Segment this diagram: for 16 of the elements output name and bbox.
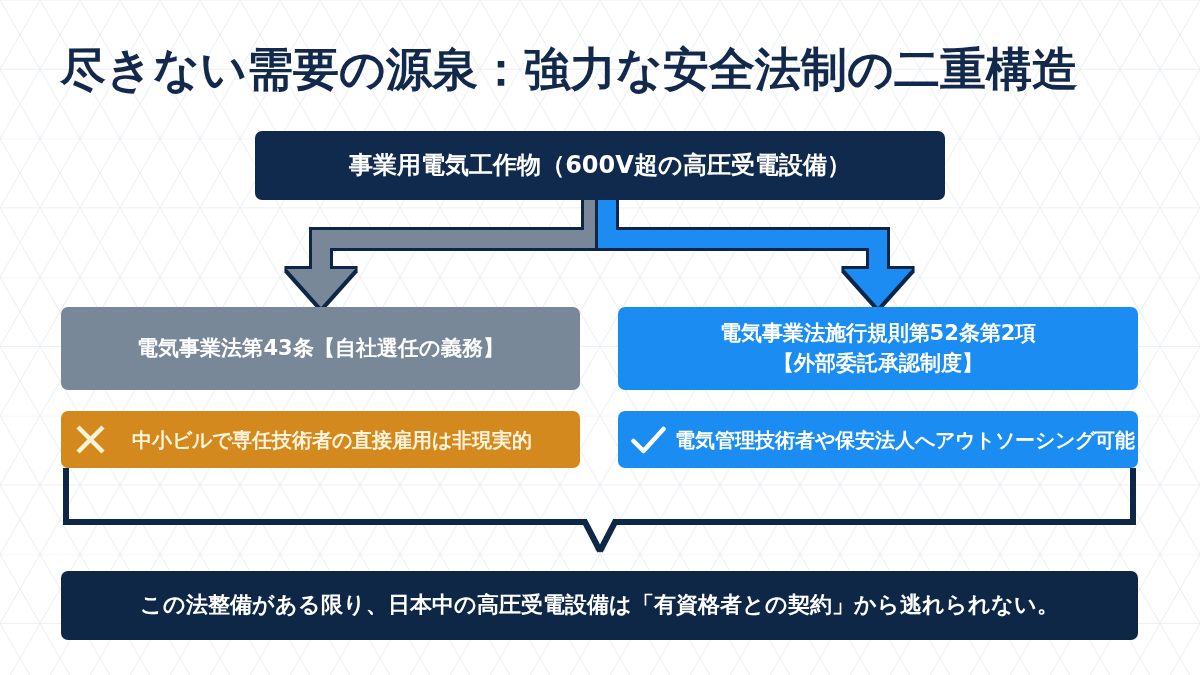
- slide-title: 尽きない需要の源泉：強力な安全法制の二重構造: [60, 42, 1078, 98]
- category-box: [255, 131, 945, 200]
- note-box: [61, 411, 580, 468]
- note-box: [618, 411, 1138, 468]
- note-text: 電気管理技術者や保安法人へアウトソーシング可能: [675, 426, 1135, 454]
- law-box: [61, 307, 580, 390]
- conclusion-box: [61, 571, 1138, 640]
- conclusion-text: この法整備がある限り、日本中の高圧受電設備は「有資格者との契約」から逃れられない。: [140, 591, 1059, 620]
- law-text: 電気事業法施行規則第52条第2項【外部委託承認制度】: [718, 320, 1038, 377]
- category-text: 事業用電気工作物（600V超の高圧受電設備）: [349, 149, 851, 181]
- bracket-line: [63, 468, 603, 553]
- block-arrow: [598, 200, 912, 307]
- bracket-line: [597, 468, 1136, 553]
- law-text: 電気事業法第43条【自社選任の義務】: [137, 334, 504, 362]
- law-box: [618, 307, 1138, 390]
- note-text: 中小ビルで専任技術者の直接雇用は非現実的: [132, 426, 532, 454]
